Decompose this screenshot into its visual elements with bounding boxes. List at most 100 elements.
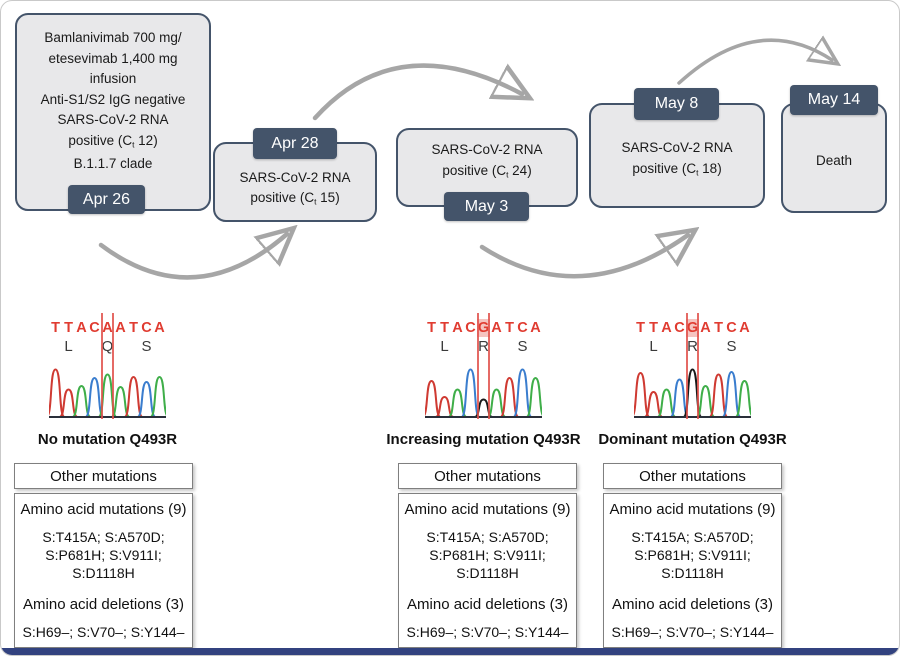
nucleotide-letter: A [530, 320, 541, 336]
amino-acid-letter: R [687, 338, 698, 355]
amino-acid-mutations-title: Amino acid mutations (9) [404, 501, 571, 518]
date-badge-apr26: Apr 26 [68, 185, 145, 214]
amino-acid-letter: L [440, 338, 449, 355]
sequencing-trace [634, 368, 751, 418]
nucleotide-letter: C [465, 320, 476, 336]
amino-acid-mutations-list: S:T415A; S:A570D; S:P681H; S:V911I; S:D1… [42, 529, 165, 581]
other-mutations-panel-1: Other mutations Amino acid mutations (9)… [14, 463, 193, 648]
nucleotide-letter: T [714, 320, 723, 336]
event-box-may8: SARS-CoV-2 RNA positive (Ct 18) [589, 103, 765, 208]
highlight-line [101, 313, 103, 419]
nucleotide-letter: T [636, 320, 645, 336]
highlight-line [686, 313, 688, 419]
highlight-line [488, 313, 490, 419]
ct-value-line: positive (Ct 15) [250, 190, 340, 207]
nucleotide-letter: C [141, 320, 152, 336]
flow-arrow-3 [479, 235, 688, 279]
nucleotide-letter: T [64, 320, 73, 336]
nucleotide-letter: C [517, 320, 528, 336]
flow-arrow-4 [677, 40, 832, 85]
nucleotide-letter: T [649, 320, 658, 336]
nucleotide-letter: A [452, 320, 463, 336]
amino-acid-deletions-list: S:H69–; S:V70–; S:Y144– [22, 624, 185, 640]
event-text-line: Anti-S1/S2 IgG negative [40, 91, 186, 107]
ct-value-line: positive (Ct 12) [68, 132, 158, 149]
nucleotide-letter: A [700, 320, 711, 336]
event-text-line: B.1.1.7 clade [73, 156, 153, 172]
bottom-brand-bar [1, 648, 899, 655]
nucleotide-letter: T [427, 320, 436, 336]
amino-acid-letter: L [64, 338, 73, 355]
nucleotide-letter: A [115, 320, 126, 336]
amino-acid-mutations-title: Amino acid mutations (9) [609, 501, 776, 518]
nucleotide-letter: G [686, 319, 699, 337]
nucleotide-letter: A [102, 320, 113, 336]
nucleotide-letter: A [491, 320, 502, 336]
other-mutations-panel-3: Other mutations Amino acid mutations (9)… [603, 463, 782, 648]
highlight-line [477, 313, 479, 419]
nucleotide-letter: A [739, 320, 750, 336]
mutation-status-label: No mutation Q493R [37, 431, 178, 448]
event-text-line: infusion [89, 71, 137, 86]
amino-acid-deletions-list: S:H69–; S:V70–; S:Y144– [406, 624, 569, 640]
mutation-status-label: Increasing mutation Q493R [386, 431, 581, 448]
nucleotide-letter: T [440, 320, 449, 336]
event-box-infusion: Bamlanivimab 700 mg/ etesevimab 1,400 mg… [15, 13, 211, 211]
event-text-line: SARS-CoV-2 RNA [621, 140, 733, 156]
nucleotide-letter: T [129, 320, 138, 336]
event-text-line: Bamlanivimab 700 mg/ [44, 30, 182, 45]
nucleotide-letter: C [89, 320, 100, 336]
amino-acid-letter: R [478, 338, 489, 355]
amino-acid-deletions-title: Amino acid deletions (3) [407, 596, 568, 613]
amino-acid-letter: S [517, 338, 528, 355]
amino-acid-letter: S [726, 338, 737, 355]
nucleotide-letter: T [51, 320, 60, 336]
amino-acid-letter: Q [101, 338, 114, 355]
event-box-death: Death [781, 103, 887, 213]
other-mutations-panel-2: Other mutations Amino acid mutations (9)… [398, 463, 577, 648]
nucleotide-letter: G [477, 319, 490, 337]
event-text-line: SARS-CoV-2 RNA [431, 142, 543, 158]
date-badge-may3: May 3 [444, 192, 529, 221]
mutations-detail-box: Amino acid mutations (9) S:T415A; S:A570… [398, 493, 577, 648]
amino-acid-deletions-title: Amino acid deletions (3) [612, 596, 773, 613]
flow-arrow-1 [98, 234, 287, 280]
nucleotide-letter: T [505, 320, 514, 336]
nucleotide-letter: C [674, 320, 685, 336]
other-mutations-header: Other mutations [14, 463, 193, 489]
date-badge-apr28: Apr 28 [253, 128, 337, 159]
flow-arrow-2 [312, 63, 522, 121]
amino-acid-mutations-list: S:T415A; S:A570D; S:P681H; S:V911I; S:D1… [426, 529, 549, 581]
amino-acid-letter: S [141, 338, 152, 355]
ct-value-line: positive (Ct 18) [632, 160, 722, 178]
mutations-detail-box: Amino acid mutations (9) S:T415A; S:A570… [14, 493, 193, 648]
amino-acid-deletions-title: Amino acid deletions (3) [23, 596, 184, 613]
amino-acid-mutations-title: Amino acid mutations (9) [20, 501, 187, 518]
amino-acid-mutations-list: S:T415A; S:A570D; S:P681H; S:V911I; S:D1… [631, 529, 754, 581]
event-text-line: SARS-CoV-2 RNA [57, 112, 169, 127]
highlight-line [112, 313, 114, 419]
other-mutations-header: Other mutations [398, 463, 577, 489]
mutation-status-label: Dominant mutation Q493R [598, 431, 787, 448]
highlight-line [697, 313, 699, 419]
amino-acid-deletions-list: S:H69–; S:V70–; S:Y144– [611, 624, 774, 640]
nucleotide-letter: A [154, 320, 165, 336]
event-text-line: SARS-CoV-2 RNA [239, 169, 351, 185]
sequencing-trace [425, 368, 542, 418]
event-text-line: etesevimab 1,400 mg [48, 50, 178, 66]
nucleotide-letter: C [726, 320, 737, 336]
mutations-detail-box: Amino acid mutations (9) S:T415A; S:A570… [603, 493, 782, 648]
amino-acid-letter: L [649, 338, 658, 355]
event-text-line: Death [815, 152, 853, 168]
